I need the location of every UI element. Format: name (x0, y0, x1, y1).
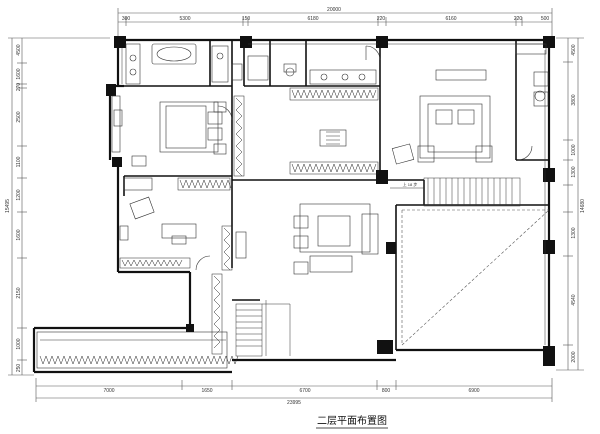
left-dim-1: 4500 (16, 44, 22, 55)
exterior-walls (32, 38, 552, 374)
left-dim-4: 2500 (16, 111, 22, 122)
dimension-top (117, 8, 553, 40)
dimension-right (556, 37, 584, 371)
left-dim-7: 1600 (16, 229, 22, 240)
dimension-left (8, 37, 110, 376)
master-bedroom-furniture (391, 43, 549, 165)
balcony-railing (36, 331, 228, 369)
stair-label: 上 18 步 (403, 181, 418, 187)
bottom-dim-5: 6900 (468, 388, 479, 394)
living-room-furniture (235, 129, 379, 275)
balcony-hatch (39, 355, 239, 365)
right-dim-7: 2000 (571, 351, 577, 362)
bedroom-1-furniture (111, 95, 233, 167)
dimension-bottom (35, 378, 553, 402)
open-void (401, 209, 550, 346)
left-dim-6: 1200 (16, 189, 22, 200)
top-total-dim: 20000 (327, 7, 341, 13)
study-furniture (119, 177, 211, 271)
left-dim-10: 250 (16, 364, 22, 373)
left-dim-5: 1100 (16, 156, 22, 167)
bottom-dim-4: 800 (382, 388, 391, 394)
master-bath-fixtures (125, 43, 243, 85)
window-lines (121, 43, 546, 345)
left-total-dim: 15495 (5, 199, 11, 213)
staircase (390, 177, 521, 207)
right-dim-2: 3800 (571, 94, 577, 105)
right-dim-3: 1000 (571, 144, 577, 155)
bottom-dim-3: 6700 (299, 388, 310, 394)
interior-walls (123, 40, 549, 350)
right-dim-6: 4540 (571, 294, 577, 305)
bottom-total-dim: 23995 (287, 400, 301, 406)
top-dim-4: 6180 (307, 16, 318, 22)
bottom-dim-2: 1650 (201, 388, 212, 394)
left-dim-2: 1600 (16, 68, 22, 79)
top-dim-2: 5300 (179, 16, 190, 22)
right-total-dim: 14680 (580, 199, 586, 213)
right-dim-1: 4500 (571, 44, 577, 55)
left-dim-3: 270 (16, 83, 22, 92)
structural-columns (106, 36, 555, 366)
wardrobe-hatches (119, 87, 379, 355)
top-dim-7: 220 (514, 16, 523, 22)
right-dim-5: 1300 (571, 227, 577, 238)
left-dim-9: 1000 (16, 338, 22, 349)
bathroom-2-fixtures (247, 45, 381, 85)
right-dim-4: 1300 (571, 166, 577, 177)
drawing-title: 二层平面布置图 (317, 415, 387, 427)
bottom-dim-1: 7000 (103, 388, 114, 394)
top-dim-8: 500 (541, 16, 550, 22)
top-dim-1: 300 (122, 16, 131, 22)
staircase-lower (235, 300, 291, 357)
left-dim-8: 2150 (16, 287, 22, 298)
drawing-title-block: 二层平面布置图 (316, 415, 388, 429)
top-dim-6: 6160 (445, 16, 456, 22)
top-dim-3: 150 (242, 16, 251, 22)
top-dim-5: 220 (377, 16, 386, 22)
